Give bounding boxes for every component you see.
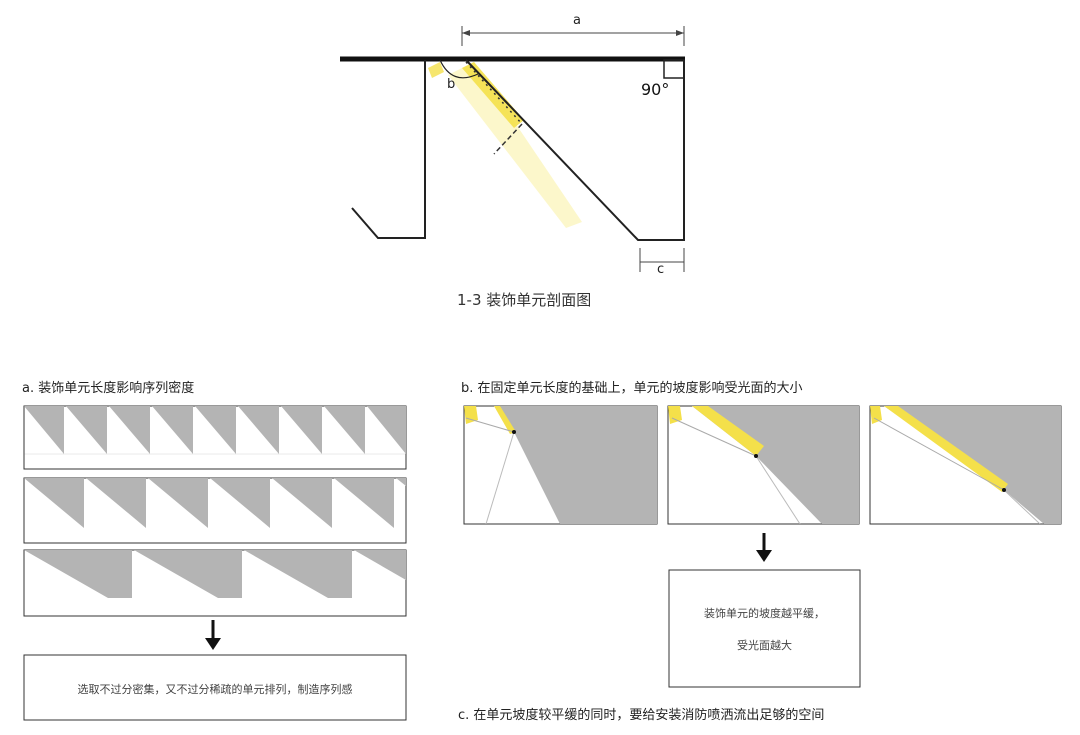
arrow-down-a bbox=[205, 620, 221, 650]
conclusion-b-line2: 受光面越大 bbox=[737, 639, 792, 652]
section-b-title: b. 在固定单元长度的基础上，单元的坡度影响受光面的大小 bbox=[461, 381, 803, 396]
panel-b-gentle bbox=[869, 405, 1062, 525]
angle-b-label: b bbox=[447, 77, 456, 92]
conclusion-b-line1: 装饰单元的坡度越平缓， bbox=[704, 607, 825, 620]
dimension-a-arrow-left bbox=[462, 30, 470, 36]
angle-b-arc bbox=[439, 59, 479, 79]
light-beam-glow bbox=[448, 62, 582, 228]
dashed-extension bbox=[493, 123, 523, 155]
right-angle-marker bbox=[663, 59, 685, 79]
panel-a-medium bbox=[23, 477, 407, 544]
light-beam-highlight bbox=[462, 62, 524, 128]
panel-b-steep bbox=[463, 405, 658, 525]
dotted-light-line bbox=[465, 61, 523, 125]
section-c-title: c. 在单元坡度较平缓的同时，要给安装消防喷洒流出足够的空间 bbox=[458, 708, 825, 723]
section-drawing bbox=[340, 26, 685, 272]
conclusion-box-b bbox=[668, 569, 861, 688]
light-spot bbox=[428, 62, 444, 78]
panel-a-sparse bbox=[23, 549, 407, 617]
panel-a-dense bbox=[23, 405, 407, 470]
conclusion-box-a bbox=[23, 654, 407, 721]
figure-caption: 1-3 装饰单元剖面图 bbox=[457, 291, 592, 309]
dimension-a-label: a bbox=[573, 13, 581, 28]
conclusion-a-text: 选取不过分密集，又不过分稀疏的单元排列，制造序列感 bbox=[77, 683, 353, 696]
arrow-down-b bbox=[756, 533, 772, 562]
right-angle-label: 90° bbox=[641, 80, 670, 99]
dimension-c-label: c bbox=[657, 262, 665, 277]
sloped-panel bbox=[465, 59, 685, 241]
panel-b-medium bbox=[667, 405, 860, 525]
dimension-a-arrow-right bbox=[676, 30, 684, 36]
left-panel bbox=[351, 60, 426, 239]
section-a-title: a. 装饰单元长度影响序列密度 bbox=[22, 381, 195, 396]
